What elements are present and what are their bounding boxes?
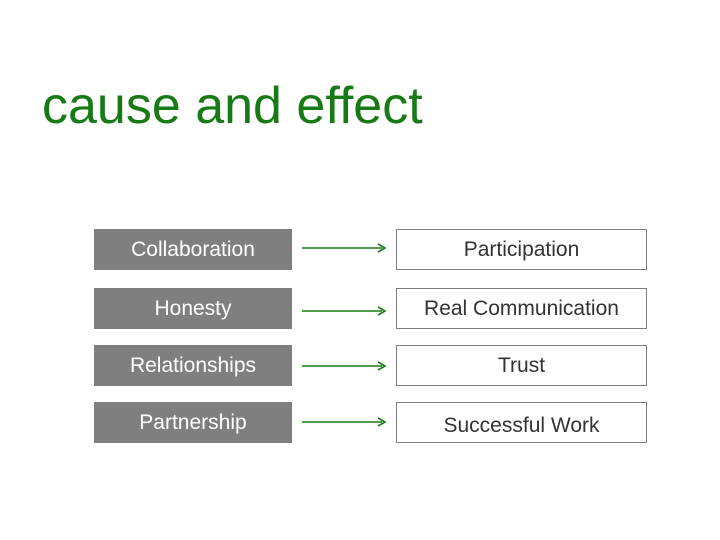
arrow-icon (302, 306, 386, 316)
effect-box: Trust (396, 345, 647, 386)
effect-box: Successful Work (396, 402, 647, 443)
cause-box: Partnership (94, 402, 292, 443)
arrow-icon (302, 361, 386, 371)
arrow-icon (302, 417, 386, 427)
cause-box: Relationships (94, 345, 292, 386)
slide-title: cause and effect (42, 77, 423, 135)
arrow-icon (302, 243, 386, 253)
cause-box: Collaboration (94, 229, 292, 270)
effect-box: Real Communication (396, 288, 647, 329)
cause-box: Honesty (94, 288, 292, 329)
effect-box: Participation (396, 229, 647, 270)
